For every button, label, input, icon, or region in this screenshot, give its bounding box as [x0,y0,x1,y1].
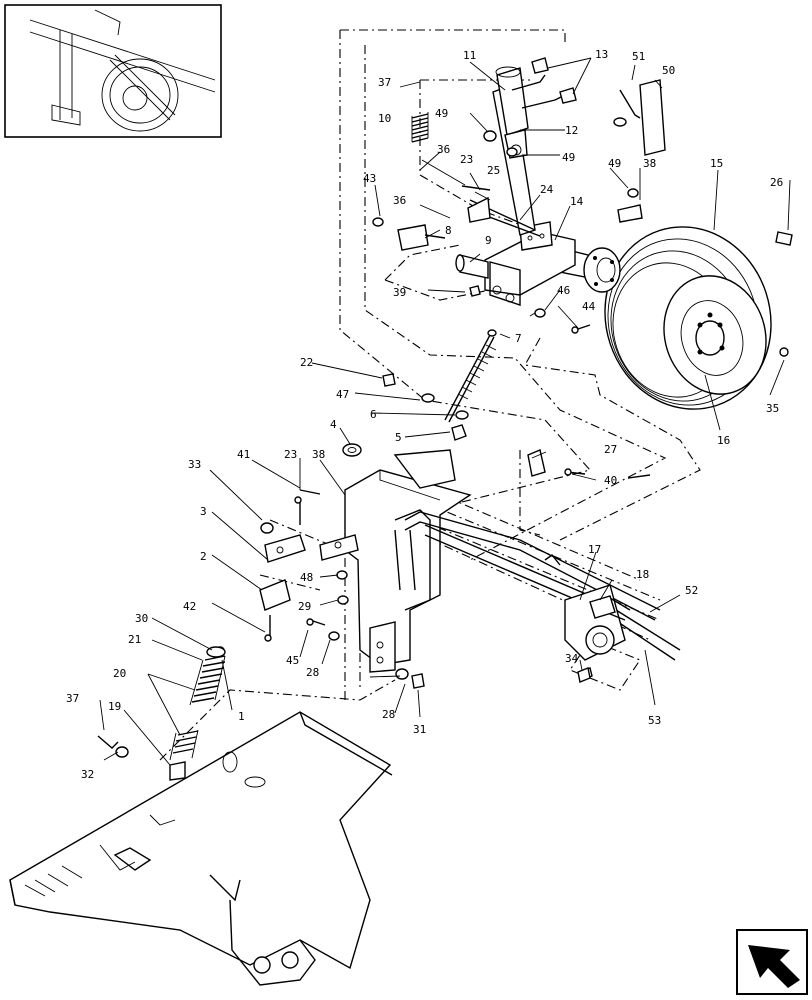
callout-label: 20 [113,667,126,680]
callout-label: 51 [632,50,645,63]
spring-rod [444,329,497,423]
small-parts [115,79,793,758]
callout-label: 16 [717,434,730,447]
callout-label: 28 [382,708,395,721]
callout-label: 11 [463,49,476,62]
callout-label: 29 [298,600,311,613]
callout-label: 49 [608,157,621,170]
callout-label: 39 [393,286,406,299]
arrow-back-icon[interactable] [736,929,808,995]
callout-label: 43 [363,172,376,185]
callout-label: 50 [662,64,675,77]
callout-label: 33 [188,458,201,471]
callout-label: 13 [595,48,608,61]
callout-label: 7 [515,332,522,345]
callout-label: 24 [540,183,554,196]
callout-label: 32 [81,768,94,781]
wheel-assembly [604,226,772,410]
callout-label: 49 [435,107,448,120]
callout-label: 42 [183,600,196,613]
callout-label: 23 [460,153,473,166]
overview-inset [4,4,222,138]
callout-label: 53 [648,714,661,727]
callout-label: 6 [370,408,377,421]
callout-label: 5 [395,431,402,444]
callout-label: 36 [437,143,450,156]
callout-label: 28 [306,666,319,679]
callout-label: 45 [286,654,299,667]
callout-label: 12 [565,124,578,137]
callout-label: 19 [108,700,121,713]
callout-label: 44 [582,300,596,313]
callout-label: 52 [685,584,698,597]
callout-label: 21 [128,633,141,646]
callout-label: 38 [643,157,656,170]
callout-label: 9 [485,234,492,247]
callout-label: 34 [565,652,579,665]
leader-lines [99,57,791,766]
callout-label: 47 [336,388,349,401]
callout-label: 15 [710,157,723,170]
hydraulic-cylinder [492,66,566,236]
callout-label: 49 [562,151,575,164]
hydraulic-fittings [531,57,577,104]
hub-spindle [559,247,621,293]
callout-label: 48 [300,571,313,584]
callout-label: 8 [445,224,452,237]
callout-label: 30 [135,612,148,625]
callout-label: 38 [312,448,325,461]
callout-label: 4 [330,418,337,431]
callout-label: 17 [588,543,601,556]
callout-label: 14 [570,195,584,208]
callout-label: 27 [604,443,617,456]
callout-label: 2 [200,550,207,563]
callout-label: 37 [378,76,391,89]
callout-label: 18 [636,568,649,581]
callout-label: 36 [393,194,406,207]
callout-label: 25 [487,164,500,177]
main-post [344,449,472,673]
callout-label: 35 [766,402,779,415]
callout-label: 41 [237,448,250,461]
callout-label: 23 [284,448,297,461]
callout-label: 22 [300,356,313,369]
callout-label: 26 [770,176,783,189]
callout-label: 10 [378,112,391,125]
main-frame [9,711,393,986]
callout-label: 37 [66,692,79,705]
callout-label: 3 [200,505,207,518]
spring-10 [411,112,429,143]
callout-label: 1 [238,710,245,723]
callout-label: 46 [557,284,570,297]
callout-label: 31 [413,723,426,736]
callout-label: 40 [604,474,617,487]
callout-labels: 1 2 3 4 5 6 7 8 9 10 11 12 13 14 15 16 1… [66,48,783,781]
